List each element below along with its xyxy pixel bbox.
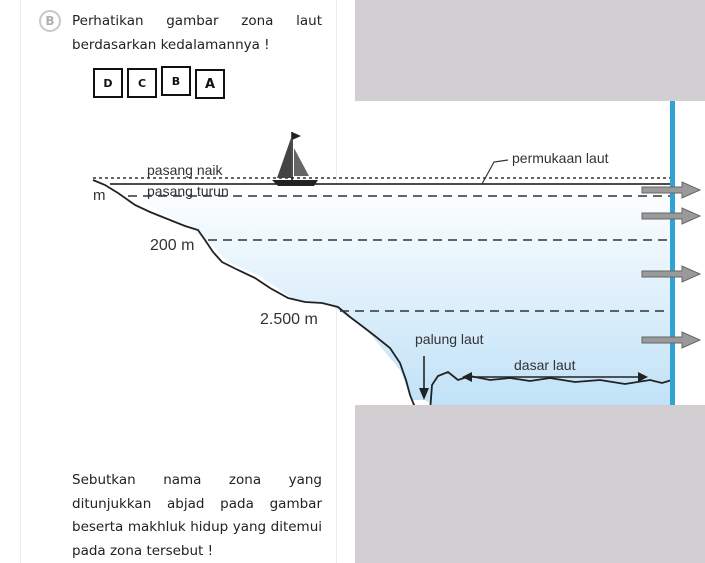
label-m: m <box>93 187 106 204</box>
box-a: A <box>195 69 225 99</box>
box-c: C <box>127 68 157 98</box>
label-2500m: 2.500 m <box>260 311 318 328</box>
label-200m: 200 m <box>150 237 194 254</box>
label-pasang-naik: pasang naik <box>147 162 224 178</box>
label-permukaan-laut: permukaan laut <box>512 150 609 166</box>
gray-arrow-4 <box>641 331 702 349</box>
gray-panel-top <box>355 0 705 101</box>
card-border-left <box>20 0 21 563</box>
task-line-4: pada zona tersebut ! <box>72 542 214 559</box>
gray-panel-bottom <box>355 405 705 563</box>
pointer-permukaan-laut <box>481 159 509 185</box>
prompt-line-2: berdasarkan kedalamannya ! <box>72 36 270 53</box>
question-task: Sebutkan nama zona yang ditunjukkan abja… <box>72 469 322 563</box>
seabed-profile <box>92 179 416 405</box>
label-dasar-laut: dasar laut <box>514 357 576 373</box>
sea-water <box>93 183 672 405</box>
gray-arrow-2 <box>641 207 702 225</box>
box-b: B <box>161 66 191 96</box>
task-line-3: beserta makhluk hidup yang ditemui <box>72 519 322 535</box>
task-line-2: ditunjukkan abjad pada gambar <box>72 495 322 512</box>
box-d: D <box>93 68 123 98</box>
answer-boxes: D C B A <box>93 66 229 99</box>
gray-arrow-3 <box>641 265 702 283</box>
boat-icon <box>272 132 318 186</box>
right-blue-bar <box>670 101 675 405</box>
arrow-dasar-laut <box>462 372 648 382</box>
gray-arrow-1 <box>641 181 702 199</box>
label-palung-laut: palung laut <box>415 331 484 347</box>
label-pasang-turun: pasang turun <box>147 183 229 199</box>
task-line-1: Sebutkan nama zona yang <box>72 472 322 488</box>
arrow-palung-laut <box>419 356 429 400</box>
prompt-line-1: Perhatikan gambar zona laut <box>72 13 322 29</box>
question-badge: B <box>39 10 61 32</box>
question-prompt: Perhatikan gambar zona laut berdasarkan … <box>72 10 322 57</box>
seabed-right <box>429 370 673 405</box>
